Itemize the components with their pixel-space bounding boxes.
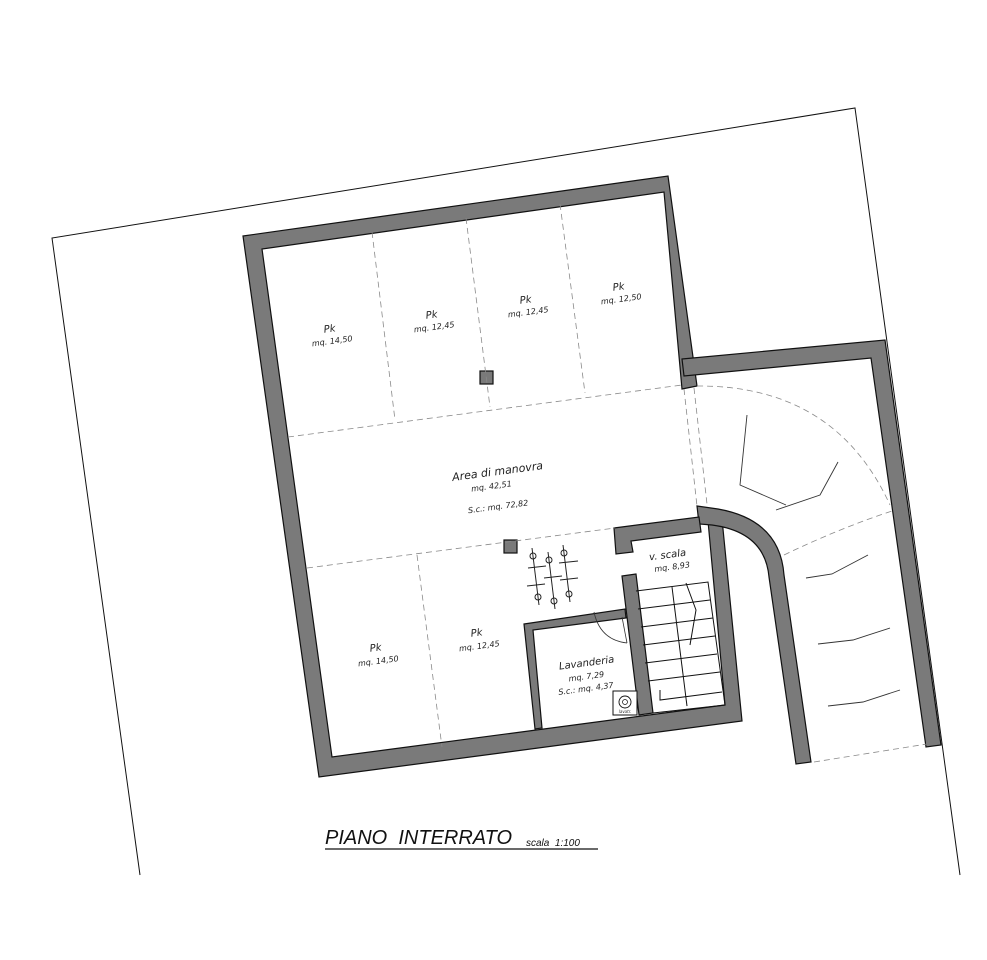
- room-lavanderia: Lavanderia mq. 7,29 S.c.: mq. 4,37: [558, 654, 615, 697]
- room-pk3-name: Pk: [519, 294, 533, 307]
- laundry-wall: [523, 608, 627, 730]
- room-vscala-name: v. scala: [649, 548, 687, 564]
- room-lavanderia-sc: S.c.: mq. 4,37: [558, 681, 615, 697]
- room-vscala: v. scala mq. 8,93: [649, 548, 691, 574]
- stair-wall-top: [613, 516, 702, 555]
- room-lavanderia-name: Lavanderia: [558, 654, 615, 672]
- room-lavanderia-area: mq. 7,29: [568, 670, 605, 684]
- ramp-arrows: [739, 414, 901, 707]
- room-vscala-area: mq. 8,93: [654, 560, 691, 574]
- room-pk6-area: mq. 12,45: [459, 639, 501, 653]
- bicycles-icon: [526, 544, 579, 610]
- room-pk5-area: mq. 14,50: [358, 654, 400, 668]
- parking-dividers: [287, 203, 928, 763]
- room-pk1: Pk mq. 14,50: [311, 323, 353, 348]
- room-pk2: Pk mq. 12,45: [413, 309, 455, 334]
- room-pk6-name: Pk: [470, 627, 484, 640]
- room-manovra: Area di manovra mq. 42,51 S.c.: mq. 72,8…: [450, 459, 544, 515]
- drawing-title: PIANO INTERRATO scala 1:100: [325, 827, 598, 850]
- room-pk4: Pk mq. 12,50: [600, 281, 642, 306]
- room-manovra-area: mq. 42,51: [471, 479, 513, 493]
- laundry-door-swing: [593, 611, 628, 644]
- room-pk6: Pk mq. 12,45: [459, 627, 501, 653]
- room-pk4-area: mq. 12,50: [600, 292, 642, 306]
- ramp-outer-wall: [681, 339, 942, 748]
- room-pk2-area: mq. 12,45: [413, 320, 455, 334]
- room-manovra-sc: S.c.: mq. 72,82: [467, 498, 528, 515]
- washer-label: lavatr.: [619, 709, 632, 714]
- room-pk3-area: mq. 12,45: [507, 305, 549, 319]
- stair-treads: [635, 581, 726, 714]
- room-pk5: Pk mq. 14,50: [358, 642, 400, 668]
- room-pk3: Pk mq. 12,45: [507, 294, 549, 319]
- title-main: PIANO INTERRATO: [325, 827, 512, 849]
- column-2: [503, 539, 518, 554]
- room-pk5-name: Pk: [369, 642, 383, 655]
- ramp-left-wall: [696, 505, 812, 765]
- walls: [242, 175, 942, 778]
- lot-boundary: [51, 107, 961, 876]
- room-pk1-area: mq. 14,50: [311, 334, 353, 348]
- washer-icon: lavatr.: [612, 690, 638, 716]
- title-scale: scala 1:100: [526, 838, 580, 849]
- room-pk2-name: Pk: [425, 309, 439, 322]
- room-pk1-name: Pk: [323, 323, 337, 336]
- room-pk4-name: Pk: [612, 281, 626, 294]
